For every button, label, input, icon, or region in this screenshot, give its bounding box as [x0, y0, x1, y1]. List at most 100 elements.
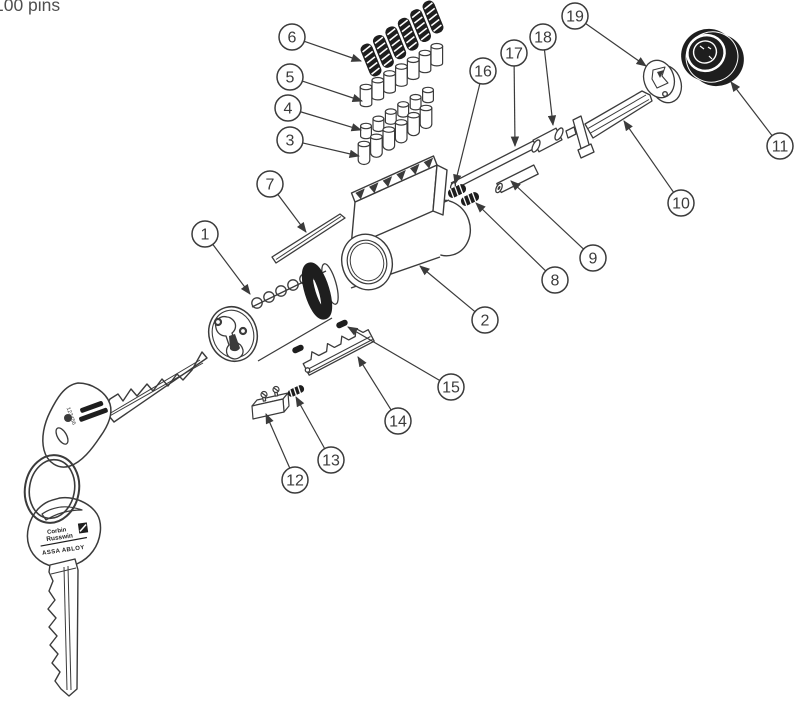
spring — [385, 26, 407, 60]
tailpiece-spring-8 — [460, 191, 480, 207]
chamber-notch — [369, 182, 379, 194]
tapered-pin — [382, 126, 396, 151]
callout-number: 16 — [474, 64, 492, 81]
chamber-notch — [396, 169, 406, 181]
leader-line — [475, 202, 547, 272]
callout-number: 12 — [286, 473, 304, 490]
short-pin — [384, 108, 397, 125]
key1-stamp: 123456 — [65, 401, 108, 426]
callout-18: 18 — [529, 23, 557, 127]
leader-line — [730, 81, 773, 137]
part-slider-spring — [287, 385, 305, 398]
callout-number: 10 — [672, 196, 690, 213]
spring-tube — [496, 164, 539, 194]
tapered-pin — [419, 104, 433, 130]
callout-circle — [529, 23, 557, 51]
key2-blade — [47, 558, 79, 697]
spring — [372, 34, 394, 68]
callout-circle — [469, 57, 497, 85]
key1-stamp-code: 123456 — [65, 407, 77, 426]
leader-line — [265, 413, 291, 469]
callout-4: 4 — [274, 94, 363, 132]
callout-circle — [256, 170, 284, 198]
part-sidebar — [271, 213, 346, 264]
callout-circle — [281, 466, 309, 494]
cylinder-pin — [359, 83, 373, 108]
part-retaining-pins — [292, 319, 348, 354]
callout-6: 6 — [278, 23, 362, 62]
leader-line — [304, 40, 362, 62]
callout-7: 7 — [256, 170, 307, 233]
callout-number: 4 — [284, 101, 293, 118]
actuator-rod — [450, 136, 546, 190]
short-pin — [409, 93, 422, 111]
pin-row-top-pins — [359, 42, 444, 108]
pin-row-master-pins — [360, 86, 435, 140]
callout-circle — [278, 23, 306, 51]
leader-line — [347, 326, 441, 381]
callout-number: 3 — [286, 133, 295, 150]
tapered-pin — [357, 140, 371, 166]
shell-bore — [346, 239, 388, 285]
callout-11: 11 — [730, 81, 794, 160]
callout-15: 15 — [347, 326, 465, 401]
chamber-notch — [410, 163, 420, 175]
leader-line — [295, 396, 326, 449]
callout-circle — [561, 2, 589, 30]
key1-bow-dot — [64, 414, 72, 422]
part-shell — [340, 155, 472, 291]
leader-line — [300, 111, 363, 132]
callout-circle — [191, 220, 219, 248]
spring — [397, 17, 419, 51]
callout-number: 13 — [322, 453, 340, 470]
key-ring — [23, 454, 81, 524]
leader-line — [510, 180, 584, 250]
callout-3: 3 — [276, 126, 361, 158]
shell-chamber-notches — [355, 157, 434, 200]
callout-number: 11 — [772, 139, 789, 156]
leader-line — [510, 65, 520, 148]
callout-number: 6 — [288, 30, 297, 47]
callout-number: 7 — [266, 177, 275, 194]
brand-line1: Corbin — [47, 527, 67, 536]
part-plug — [207, 262, 339, 362]
callout-number: 19 — [566, 9, 584, 26]
callout-circle — [579, 244, 607, 272]
callout-circle — [317, 446, 345, 474]
retainer-disc — [642, 59, 683, 104]
leader-line — [585, 22, 647, 67]
short-pin — [360, 122, 373, 140]
short-pin — [422, 86, 435, 104]
chamber-notch — [355, 188, 365, 200]
callout-number: 5 — [286, 70, 295, 87]
callout-10: 10 — [623, 120, 695, 217]
caption-pins-label: 100 pins — [0, 0, 60, 15]
callout-circle — [276, 126, 304, 154]
chamber-notch — [423, 157, 434, 169]
brand-footer: ASSA ABLOY — [42, 545, 85, 557]
cylinder-pin — [430, 42, 444, 67]
callout-19: 19 — [561, 2, 647, 67]
leader-line — [302, 80, 363, 102]
part-tailpiece-assembly — [447, 28, 744, 207]
plug-face-hole — [213, 317, 223, 327]
callout-number: 15 — [442, 380, 460, 397]
knurled-cap — [681, 28, 744, 87]
callout-12: 12 — [265, 413, 309, 494]
callout-number: 9 — [589, 251, 598, 268]
cylinder-pin — [371, 76, 385, 101]
callout-16: 16 — [453, 57, 497, 186]
cylinder-pin — [406, 56, 420, 81]
callout-circle — [274, 94, 302, 122]
part-keys: 123456 Corbin Russwin ASSA ABLOY — [23, 351, 208, 697]
callout-number: 18 — [534, 30, 552, 47]
cylinder-pin — [383, 70, 397, 94]
callout-number: 8 — [551, 273, 560, 290]
callout-circle — [276, 63, 304, 91]
plug-knurled-ring — [301, 262, 333, 320]
pin-row-springs — [360, 0, 444, 77]
callout-13: 13 — [295, 396, 345, 474]
cylinder-pin — [418, 49, 432, 74]
